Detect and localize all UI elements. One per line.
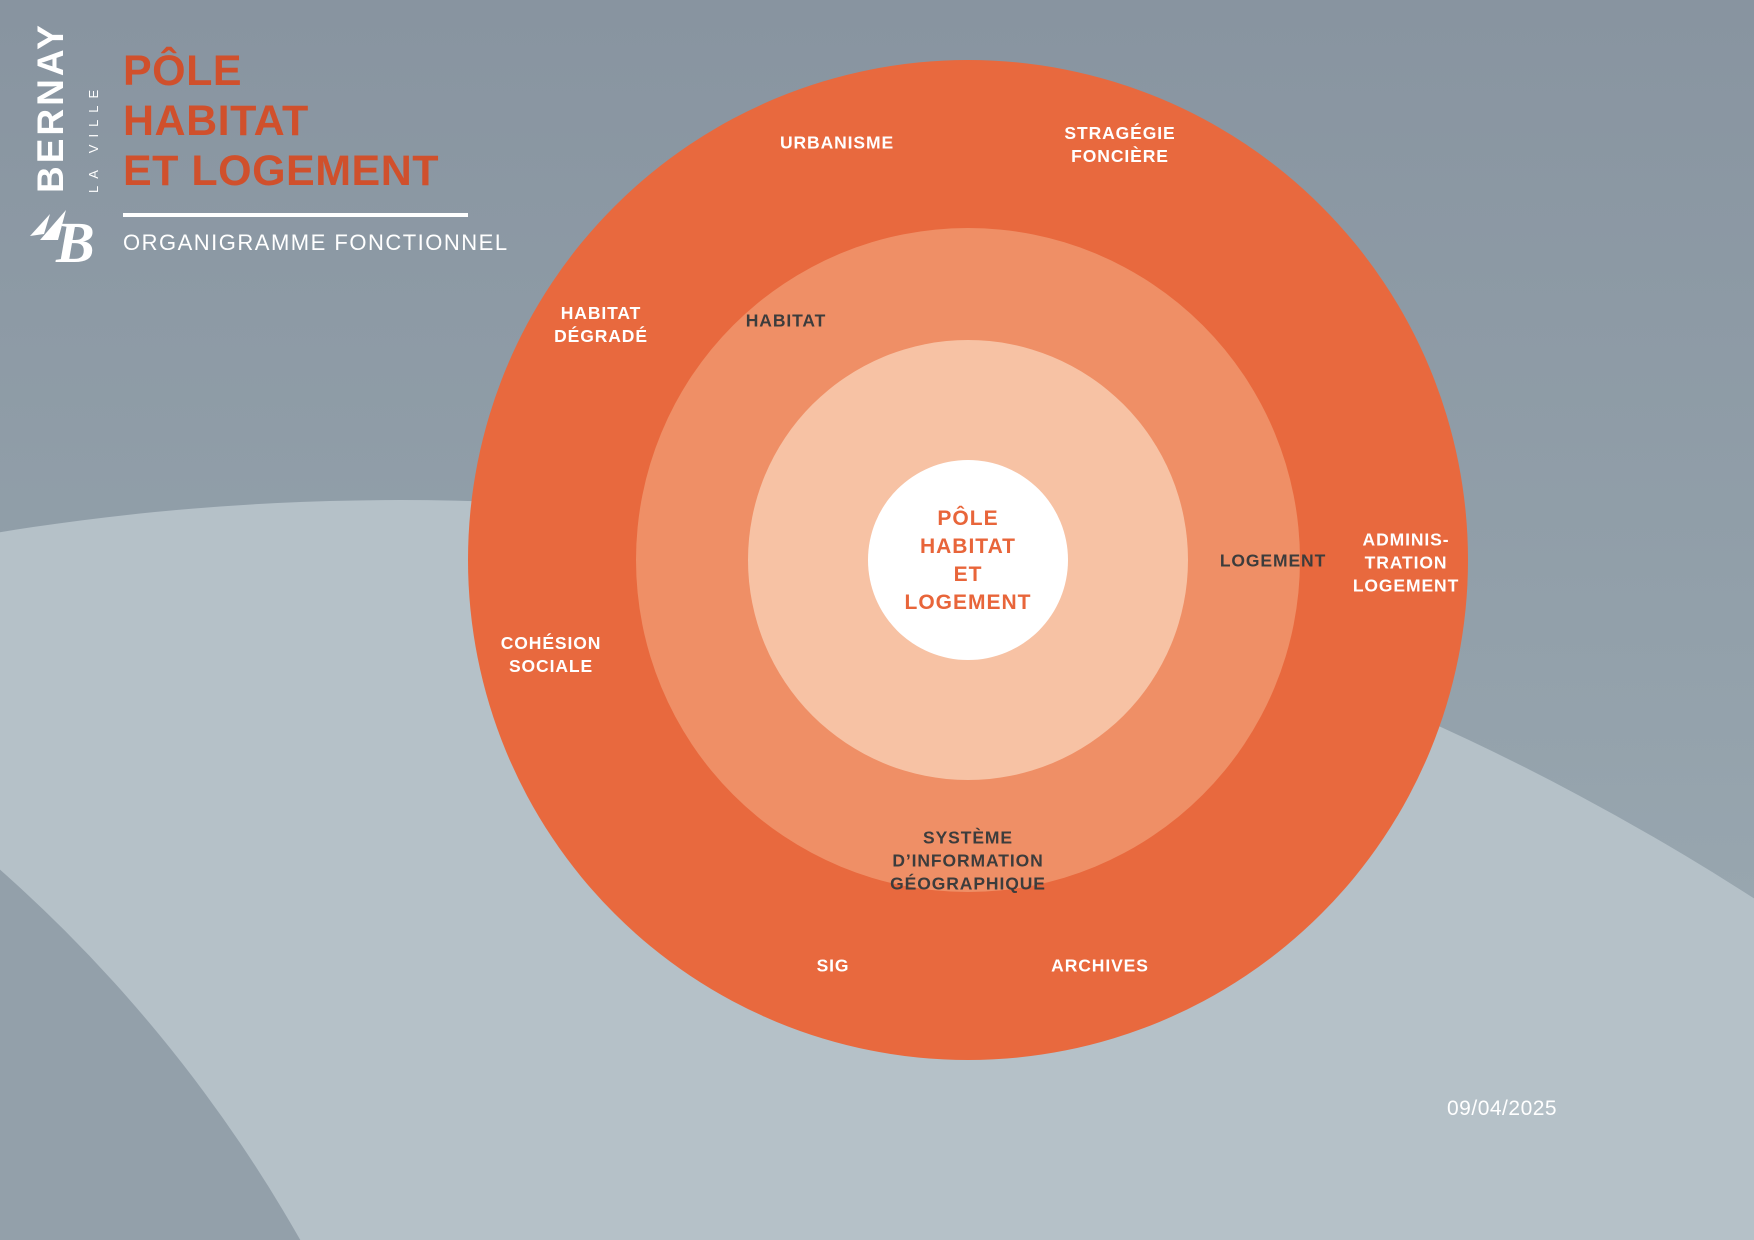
svg-text:B: B	[55, 210, 95, 274]
bernay-logo-mark-icon: B	[30, 210, 95, 274]
label-logement: LOGEMENT	[1219, 550, 1327, 571]
logo-wordmark: BERNAY	[30, 22, 71, 193]
page-title: PÔLE HABITAT ET LOGEMENT	[123, 46, 509, 196]
label-habitat: HABITAT	[745, 310, 827, 331]
label-urbanisme: URBANISME	[779, 132, 895, 153]
label-habitat-degrade: HABITAT DÉGRADÉ	[554, 302, 648, 346]
title-line-2: HABITAT	[123, 97, 309, 145]
label-administration-logement: ADMINIS- TRATION LOGEMENT	[1352, 529, 1460, 596]
label-archives: ARCHIVES	[1051, 955, 1149, 976]
label-strategie-fonciere: STRAGÉGIE FONCIÈRE	[1064, 122, 1176, 166]
title-line-3: ET LOGEMENT	[123, 147, 440, 195]
title-block: PÔLE HABITAT ET LOGEMENT ORGANIGRAMME FO…	[123, 46, 509, 256]
logo-tagline: LA VILLE	[86, 82, 101, 193]
label-cohesion-sociale: COHÉSION SOCIALE	[500, 632, 602, 676]
subtitle: ORGANIGRAMME FONCTIONNEL	[123, 230, 509, 255]
title-underline	[123, 213, 468, 217]
label-systeme-information-geographique: SYSTÈME D’INFORMATION GÉOGRAPHIQUE	[890, 827, 1046, 894]
date-stamp: 09/04/2025	[1447, 1097, 1558, 1120]
label-sig: SIG	[816, 955, 850, 976]
title-line-1: PÔLE	[123, 47, 243, 95]
center-circle	[868, 460, 1068, 660]
center-label: PÔLE HABITAT ET LOGEMENT	[904, 507, 1032, 614]
